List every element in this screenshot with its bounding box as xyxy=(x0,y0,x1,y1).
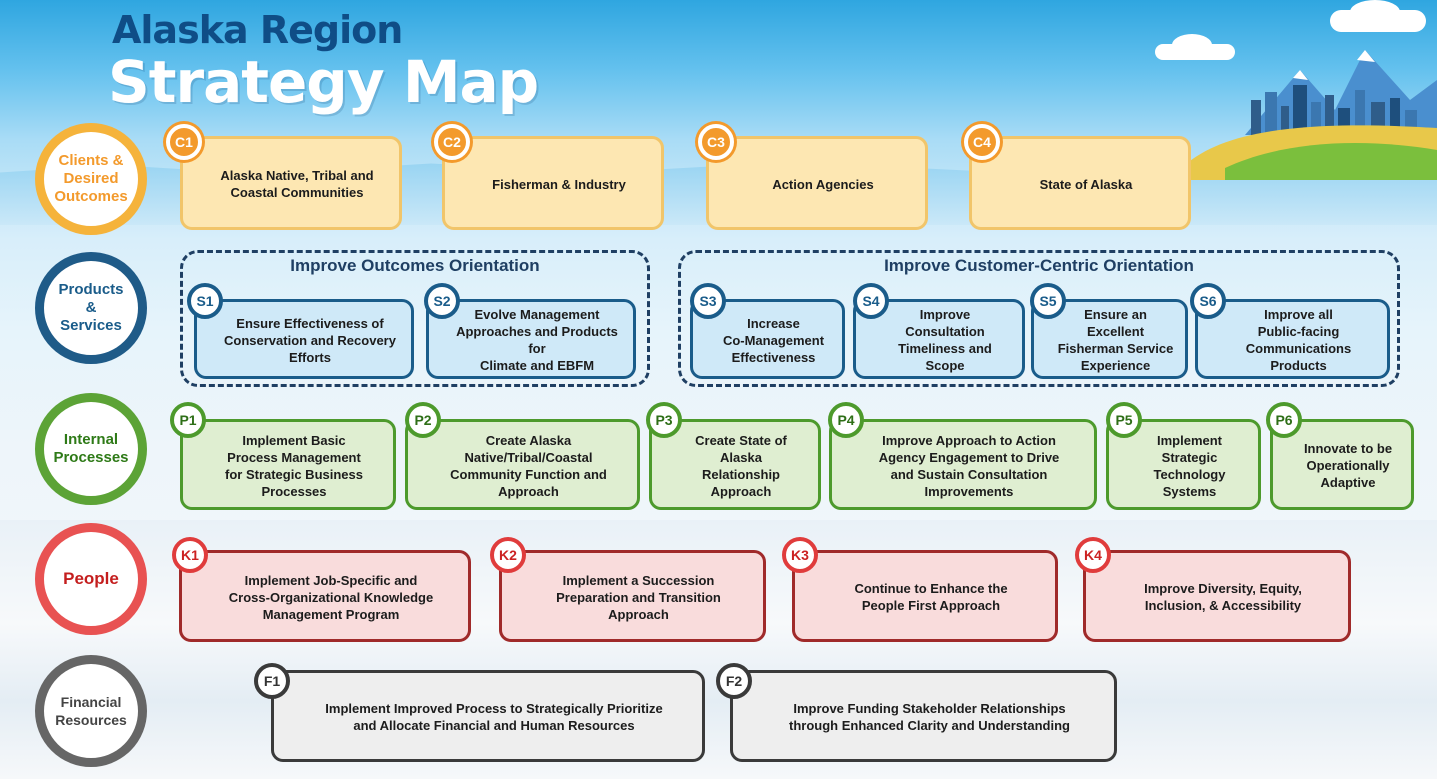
title-line1: Alaska Region xyxy=(112,8,403,52)
service-badge: S2 xyxy=(424,283,460,319)
client-box: Alaska Native, Tribal and Coastal Commun… xyxy=(180,136,402,230)
group-outcomes xyxy=(180,250,650,387)
row-products: Products & Services xyxy=(35,252,147,364)
service-badge: S4 xyxy=(853,283,889,319)
service-box: Ensure Effectiveness of Conservation and… xyxy=(194,299,414,379)
process-box: Create Alaska Native/Tribal/Coastal Comm… xyxy=(405,419,640,510)
group-customer-title: Improve Customer-Centric Orientation xyxy=(884,256,1194,275)
people-badge: K1 xyxy=(172,537,208,573)
people-box: Implement Job-Specific and Cross-Organiz… xyxy=(179,550,471,642)
client-badge: C3 xyxy=(698,124,734,160)
cloud-icon xyxy=(1350,0,1400,24)
client-box: State of Alaska xyxy=(969,136,1191,230)
service-badge: S6 xyxy=(1190,283,1226,319)
city-skyline-icon xyxy=(1185,50,1437,180)
financial-badge: F1 xyxy=(254,663,290,699)
client-box: Fisherman & Industry xyxy=(442,136,664,230)
people-badge: K3 xyxy=(782,537,818,573)
row-financial: Financial Resources xyxy=(35,655,147,767)
cloud-icon xyxy=(1172,34,1212,56)
service-box: Increase Co-Management Effectiveness xyxy=(690,299,845,379)
process-badge: P3 xyxy=(646,402,682,438)
people-box: Implement a Succession Preparation and T… xyxy=(499,550,766,642)
title-line2: Strategy Map xyxy=(108,48,539,116)
people-box: Improve Diversity, Equity, Inclusion, & … xyxy=(1083,550,1351,642)
service-box: Improve all Public-facing Communications… xyxy=(1195,299,1390,379)
process-badge: P5 xyxy=(1106,402,1142,438)
row-clients: Clients & Desired Outcomes xyxy=(35,123,147,235)
process-badge: P1 xyxy=(170,402,206,438)
client-badge: C4 xyxy=(964,124,1000,160)
service-box: Evolve Management Approaches and Product… xyxy=(426,299,636,379)
people-badge: K4 xyxy=(1075,537,1111,573)
service-badge: S1 xyxy=(187,283,223,319)
people-badge: K2 xyxy=(490,537,526,573)
process-box: Improve Approach to Action Agency Engage… xyxy=(829,419,1097,510)
process-box: Innovate to be Operationally Adaptive xyxy=(1270,419,1414,510)
process-badge: P4 xyxy=(828,402,864,438)
group-customer xyxy=(678,250,1400,387)
process-box: Implement Strategic Technology Systems xyxy=(1106,419,1261,510)
service-badge: S3 xyxy=(690,283,726,319)
row-internal: Internal Processes xyxy=(35,393,147,505)
process-badge: P2 xyxy=(405,402,441,438)
process-badge: P6 xyxy=(1266,402,1302,438)
client-badge: C2 xyxy=(434,124,470,160)
client-box: Action Agencies xyxy=(706,136,928,230)
financial-box: Implement Improved Process to Strategica… xyxy=(271,670,705,762)
financial-box: Improve Funding Stakeholder Relationship… xyxy=(730,670,1117,762)
row-people: People xyxy=(35,523,147,635)
process-box: Create State of Alaska Relationship Appr… xyxy=(649,419,821,510)
client-badge: C1 xyxy=(166,124,202,160)
group-outcomes-title: Improve Outcomes Orientation xyxy=(290,256,540,275)
people-box: Continue to Enhance the People First App… xyxy=(792,550,1058,642)
process-box: Implement Basic Process Management for S… xyxy=(180,419,396,510)
financial-badge: F2 xyxy=(716,663,752,699)
service-badge: S5 xyxy=(1030,283,1066,319)
